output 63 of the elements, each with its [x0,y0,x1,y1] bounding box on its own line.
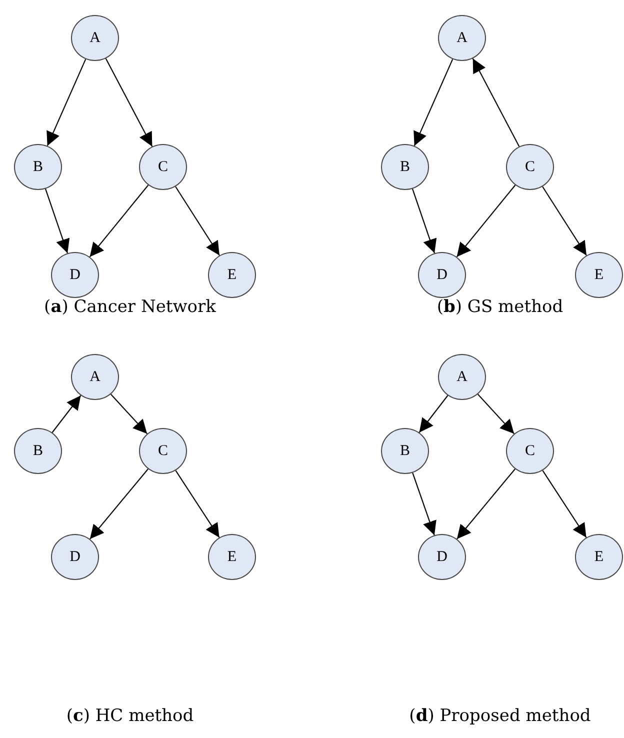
node-circle [14,428,62,474]
node-circle [418,252,466,298]
arrow [412,472,436,536]
node-label: E [227,266,237,284]
arrow [456,184,516,258]
node-label: B [32,442,43,460]
arrow [105,58,153,147]
node-circle [139,144,187,190]
node-circle [506,428,554,474]
node-label: D [436,548,448,566]
panel-caption: (d) Proposed method [409,706,591,726]
node-circle [381,144,429,190]
arrow [110,394,148,434]
arrow [418,395,448,433]
node-circle [506,144,554,190]
arrow [89,184,149,258]
node-label: D [436,266,448,284]
node-circle [139,428,187,474]
panel-caption: (c) HC method [66,706,194,726]
node-label: D [70,548,80,566]
arrow [542,470,587,538]
node-label: E [594,548,604,566]
arrow [46,58,86,146]
node-circle [438,354,486,400]
node-circle [51,534,99,580]
panel-caption: (b) GS method [436,297,564,317]
node-label: E [594,266,604,284]
panel-caption: (a) Cancer Network [44,297,216,317]
arrow [542,186,587,256]
node-circle [51,252,99,298]
arrow [472,58,520,147]
node-circle [575,252,623,298]
node-circle [208,252,256,298]
node-label: C [158,442,168,460]
node-circle [71,354,119,400]
node-circle [381,428,429,474]
arrow [52,395,82,433]
arrow [175,186,220,256]
node-circle [575,534,623,580]
node-label: A [456,30,468,46]
node-circle [71,15,119,61]
node-label: B [400,158,410,176]
node-circle [418,534,466,580]
node-circle [14,144,62,190]
node-circle [438,15,486,61]
node-label: D [70,266,80,284]
node-label: E [227,548,237,566]
node-label: A [90,30,100,46]
arrow [412,188,437,254]
arrow [175,470,220,538]
node-label: C [524,158,535,176]
arrow [456,468,516,540]
arrow [414,58,454,146]
node-circle [208,534,256,580]
node-label: A [90,368,100,386]
arrow [44,188,70,254]
node-label: A [456,368,468,386]
arrow [477,394,515,434]
node-label: B [32,158,43,176]
arrow [90,468,148,540]
node-label: B [400,442,410,460]
node-label: C [158,158,168,176]
node-label: C [524,442,535,460]
